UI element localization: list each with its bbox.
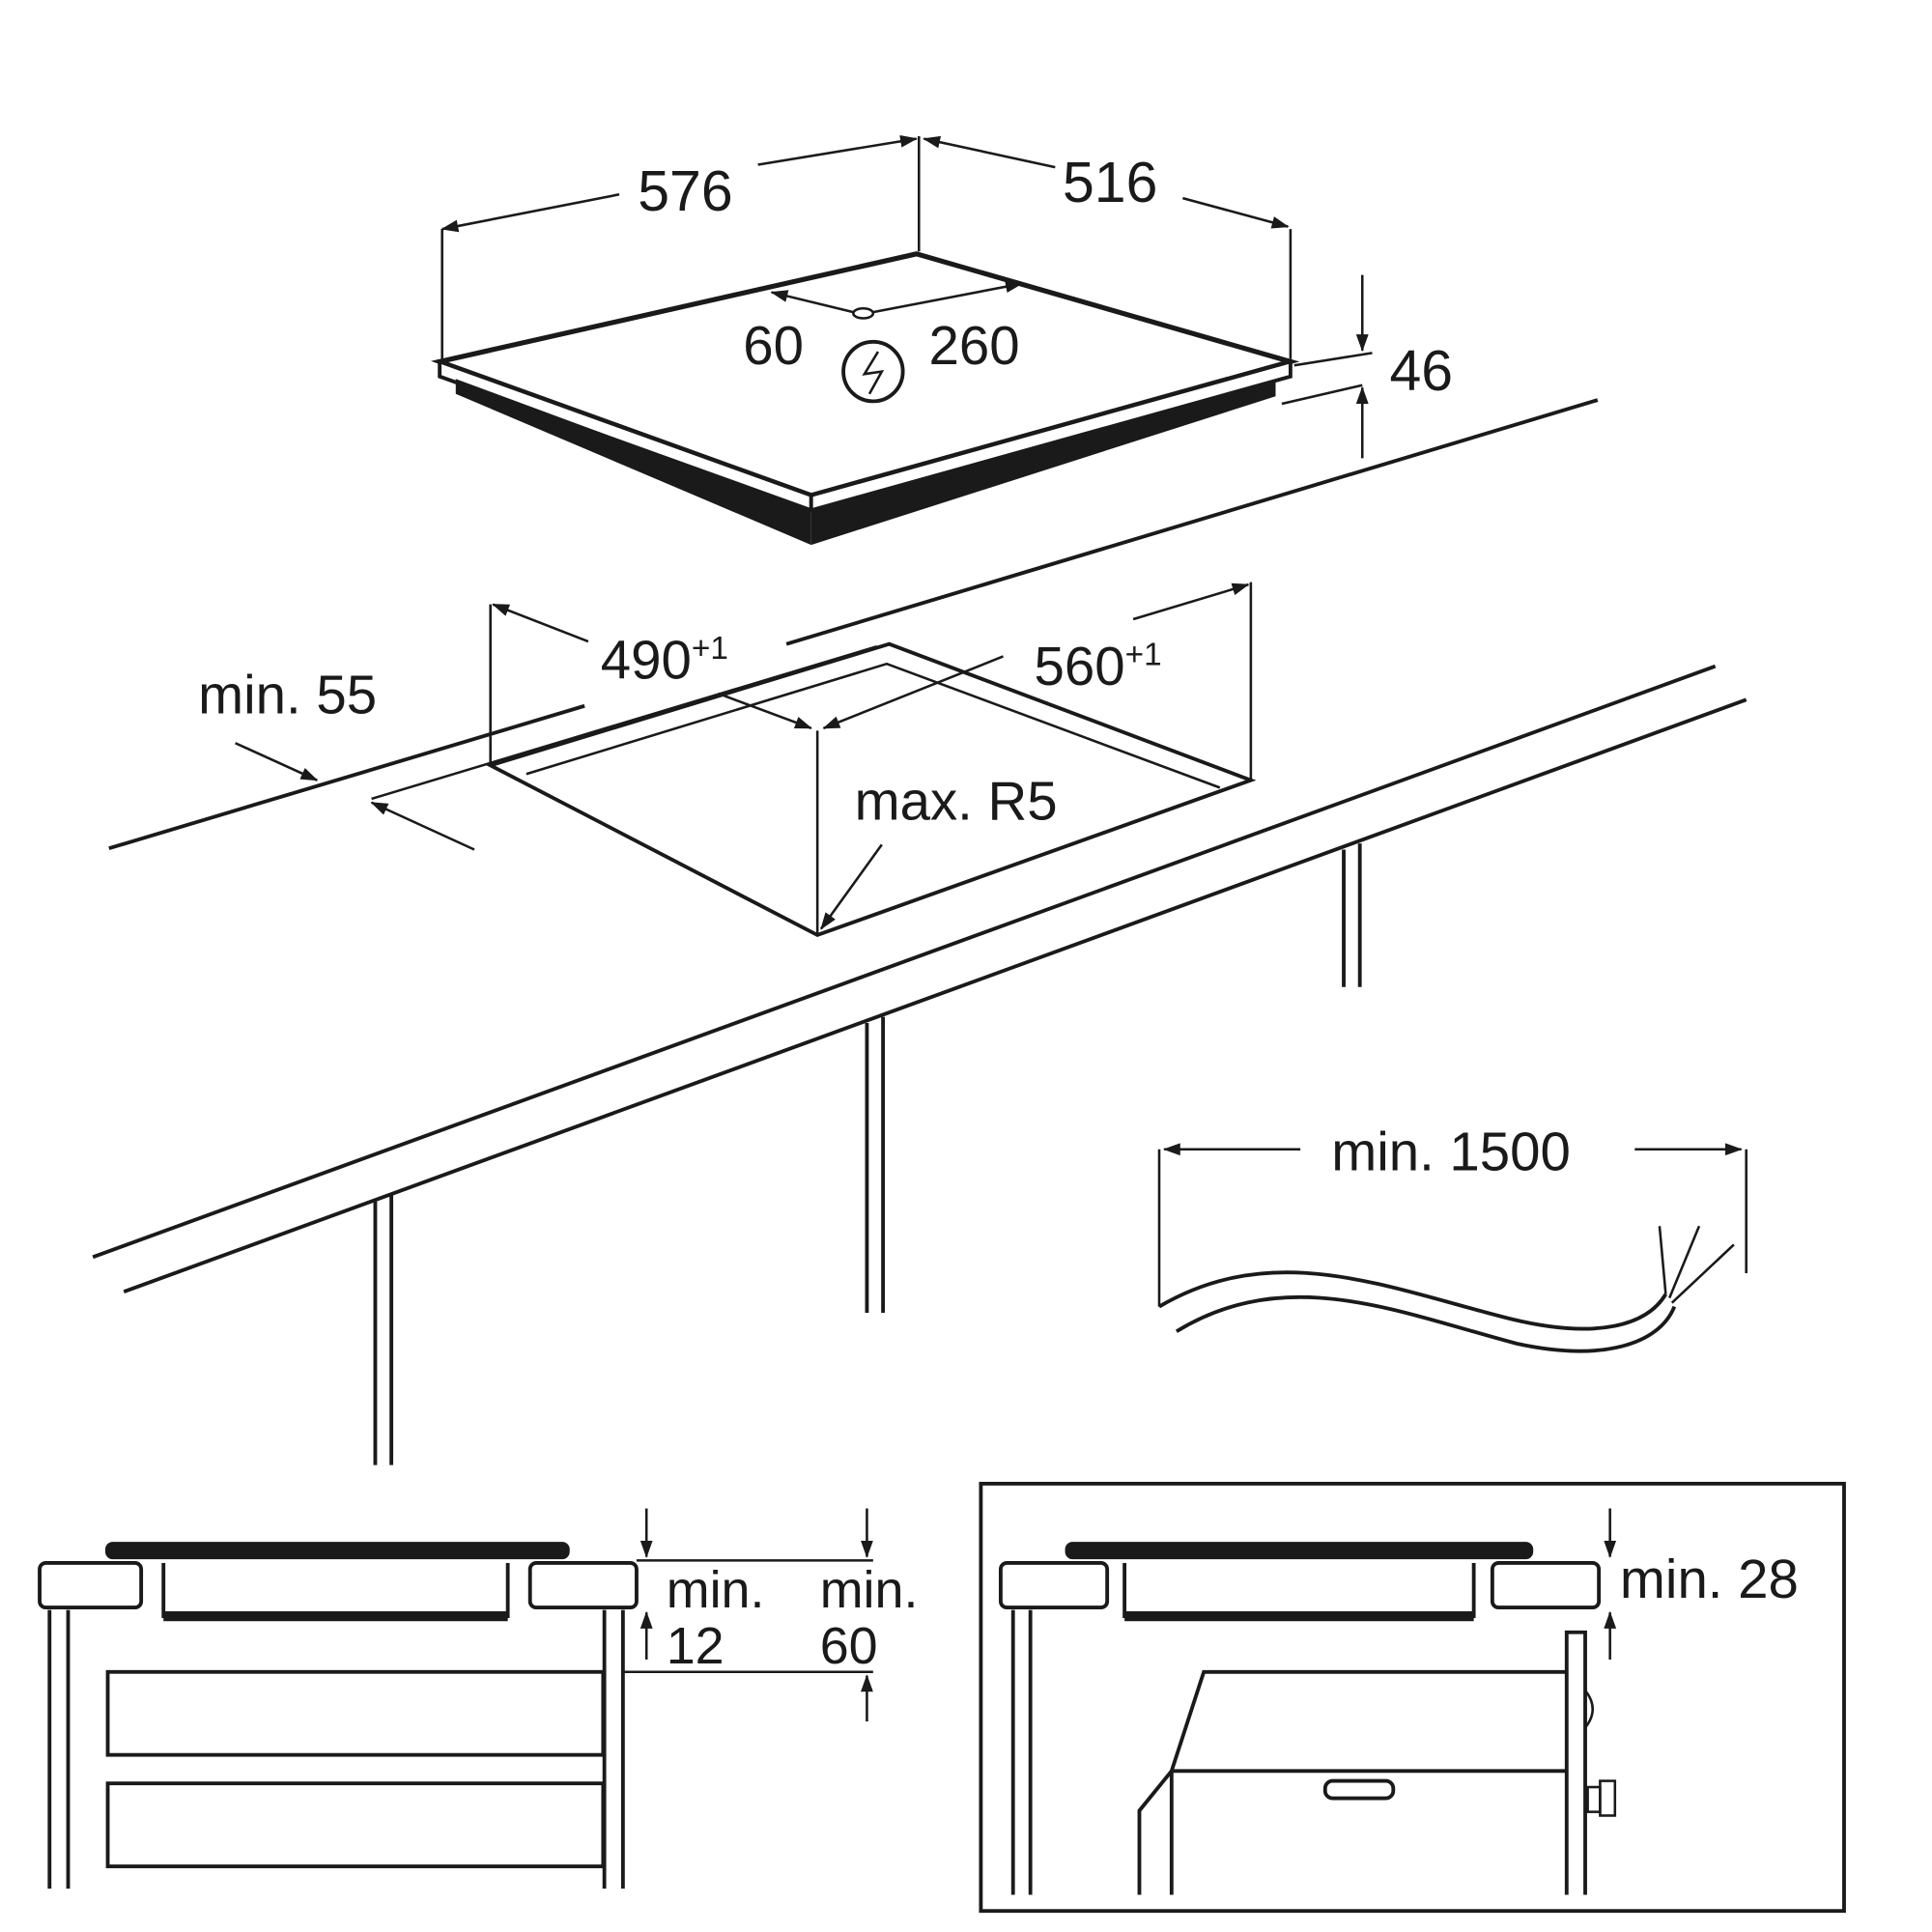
hob-depth-label: 516: [1063, 152, 1157, 214]
cutout-width-label: 560+1: [1035, 636, 1162, 696]
worktop: [92, 398, 1747, 1465]
cable-length-label: min. 1500: [1331, 1122, 1571, 1182]
min-12-label: min.: [667, 1561, 765, 1619]
cutout-depth-label: 490+1: [601, 630, 728, 691]
min-28-label: min. 28: [1620, 1548, 1799, 1609]
min-12-value: 12: [667, 1617, 724, 1675]
hob-width-label: 576: [638, 160, 732, 223]
corner-radius-label: max. R5: [855, 771, 1058, 832]
min-60-label: min.: [820, 1561, 919, 1619]
front-min-label: min. 55: [198, 664, 377, 724]
section-drawers: [38, 1508, 873, 1889]
cable-offset-left-label: 60: [743, 315, 804, 376]
electrical-connection-icon: [841, 339, 905, 404]
min-60-value: 60: [820, 1617, 878, 1675]
cutout: [485, 582, 1257, 938]
section-oven: [979, 1481, 1846, 1914]
cable-offset-right-label: 260: [929, 315, 1020, 376]
hob-height-label: 46: [1389, 340, 1453, 403]
cable: [1157, 1143, 1747, 1353]
